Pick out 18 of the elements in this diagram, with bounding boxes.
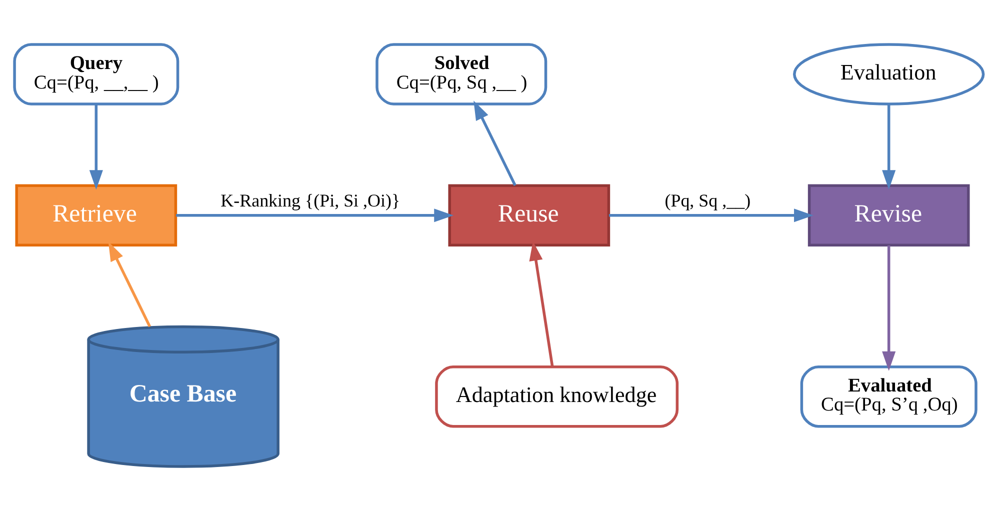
edge-label: K-Ranking {(Pi, Si ,Oi)} bbox=[220, 190, 400, 210]
node-box: Reuse bbox=[448, 184, 610, 246]
arrow bbox=[108, 242, 152, 328]
node-box: Revise bbox=[808, 184, 970, 246]
arrow bbox=[89, 104, 103, 190]
node-box: Evaluated Cq=(Pq, S’q ,Oq) bbox=[800, 365, 978, 428]
arrow bbox=[882, 245, 896, 371]
arrow bbox=[529, 241, 554, 367]
edge-label: (Pq, Sq ,__) bbox=[664, 190, 751, 210]
node-box: Retrieve bbox=[15, 184, 178, 246]
node-box: Query Cq=(Pq, __,__ ) bbox=[13, 43, 180, 106]
arrow bbox=[882, 104, 896, 190]
arrow bbox=[608, 208, 814, 222]
arrow bbox=[474, 100, 516, 186]
arrow bbox=[176, 208, 454, 222]
node-box: Adaptation knowledge bbox=[435, 365, 679, 428]
node-ellipse: Evaluation bbox=[792, 43, 985, 106]
node-box: Solved Cq=(Pq, Sq ,__ ) bbox=[376, 43, 548, 106]
